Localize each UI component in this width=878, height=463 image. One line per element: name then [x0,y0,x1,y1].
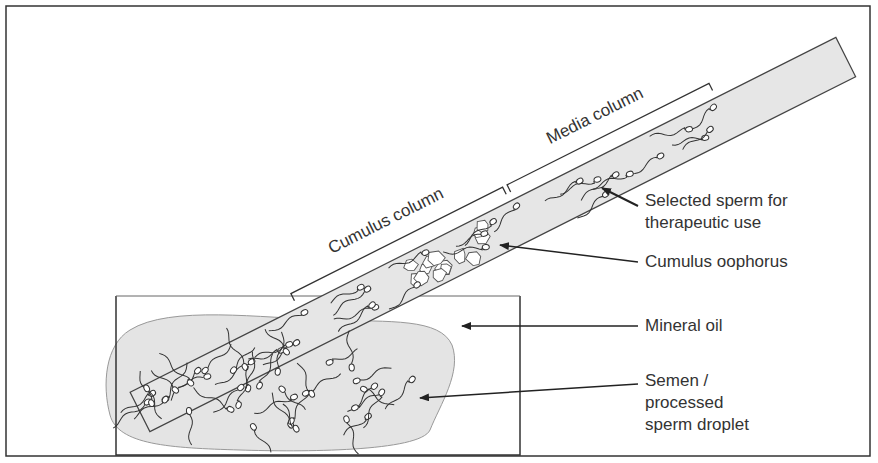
sperm-cell [268,309,309,334]
tube-body [130,37,856,431]
sperm-cell [346,330,355,371]
sperm-cell [681,125,714,152]
sperm-cell [161,362,190,404]
sperm-cell [462,217,498,245]
sperm-cell [625,152,665,180]
sperm-cell [671,135,709,146]
cumulus-cell [452,247,469,264]
sperm-cell [443,244,490,256]
sperm-cell [136,371,155,408]
oil-surface [116,296,520,297]
leader-arrow [500,245,638,262]
sperm-in-droplet [136,327,416,455]
sperm-cell [264,327,291,356]
sperm-in-tube [103,102,736,451]
capillary-tube [95,23,858,450]
sperm-cell [229,345,255,375]
cumulus-cell [464,249,484,269]
sperm-cell [330,285,371,315]
sperm-cell [649,126,693,140]
cumulus-cell [401,256,420,274]
leader-arrow [420,384,638,398]
sperm-cell [343,415,361,455]
sperm-cell [301,370,341,397]
sperm-cell [201,343,234,375]
sperm-cell [360,385,395,409]
sperm-cell [253,393,298,415]
part-label: Semen / processed sperm droplet [645,370,765,436]
sperm-cell [360,388,386,429]
sperm-cell [329,283,365,304]
sperm-cell [577,190,611,221]
cumulus-cells [400,218,503,296]
sperm-cell [278,385,306,413]
sperm-cell [275,332,286,376]
leader-arrow [602,188,638,206]
sperm-cell [186,407,194,445]
bracket [507,83,712,192]
part-label: Mineral oil [645,315,855,337]
sperm-cell [296,362,315,399]
sperm-cell [388,249,430,272]
sperm-cell [591,170,634,189]
sperm-cell [222,328,249,371]
sperm-cell [280,403,300,433]
sperm-cell [342,412,373,437]
sperm-cell [235,366,252,409]
part-label: Cumulus oophorus [645,251,855,273]
part-label: Selected sperm for therapeutic use [645,190,855,234]
sperm-cell [385,375,417,412]
sperm-cell [254,341,294,361]
sperm-cell [256,354,277,390]
sperm-cell [545,177,584,205]
sperm-cell [325,348,359,366]
frame [6,6,870,456]
sperm-cell [352,364,391,384]
sperm-cell [192,386,235,413]
sperm-cell [491,202,521,233]
sperm-cell [388,281,421,312]
leader-arrow [462,325,638,327]
sperm-cell [110,398,151,428]
cumulus-cell [431,266,449,284]
sperm-cell [249,422,272,454]
sperm-cell [337,301,376,335]
sperm-cell [347,382,379,415]
sperm-cell [215,358,256,389]
sperm-cell [143,384,164,420]
sperm-cell [157,351,194,387]
sperm-cell [351,391,381,412]
